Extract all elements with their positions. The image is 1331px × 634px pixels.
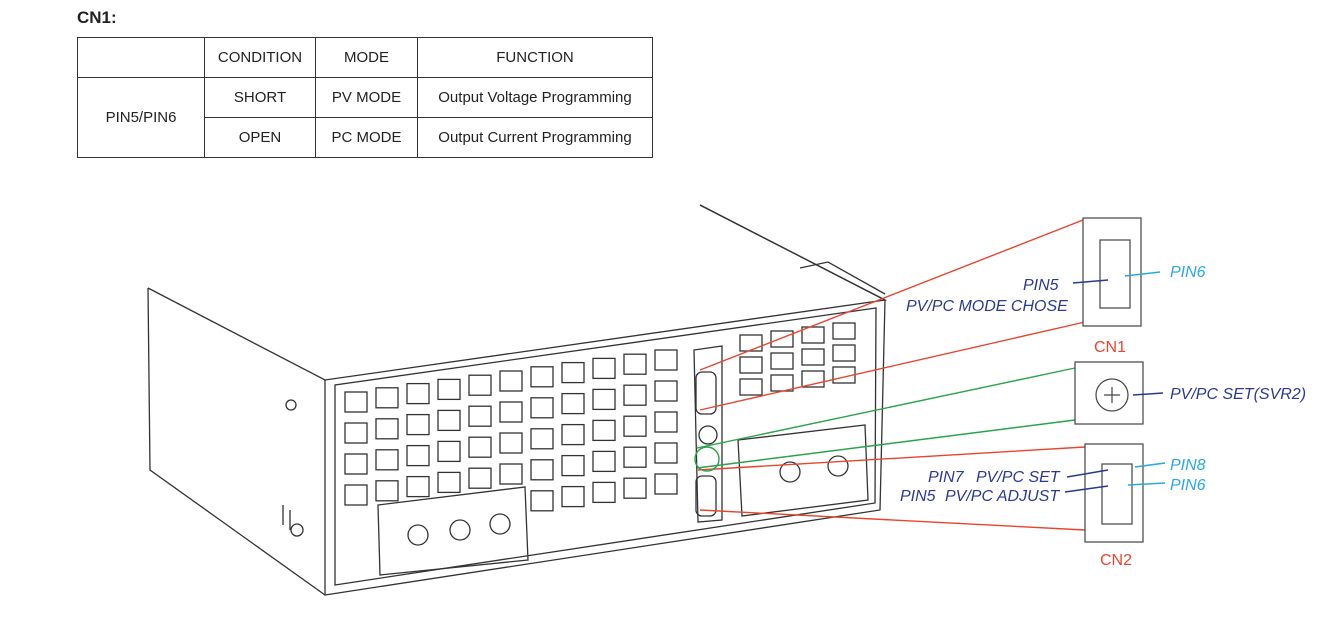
cn2-pin7-desc: PV/PC SET	[976, 469, 1061, 486]
terminal-block-right	[737, 424, 869, 517]
vent-slot	[530, 397, 554, 419]
cn2-pin5-desc: PV/PC ADJUST	[945, 488, 1060, 505]
header-cell: FUNCTION	[417, 37, 653, 78]
leader-lines	[1064, 271, 1166, 493]
vent-slot	[468, 436, 492, 458]
vent-slot	[437, 440, 461, 463]
vent-slot	[468, 374, 492, 396]
vent-slot	[739, 356, 763, 374]
vent-slot	[530, 366, 554, 388]
terminal-block-left	[377, 486, 529, 576]
vent-slot	[437, 471, 461, 494]
vent-slot	[654, 411, 678, 433]
cn2-connector	[1084, 443, 1144, 543]
vent-slot	[654, 380, 678, 402]
callout-lines	[694, 219, 1086, 531]
vent-slot	[592, 388, 616, 411]
vent-slot	[801, 370, 825, 388]
vent-slot	[654, 442, 678, 464]
vent-slot	[406, 382, 430, 405]
cn2-pin5-label: PIN5	[900, 488, 936, 505]
vent-slot	[770, 352, 794, 370]
cn1-table: CONDITION MODE FUNCTION PIN5/PIN6 SHORT …	[77, 37, 653, 158]
cn1-pin5-label: PIN5	[1023, 277, 1059, 294]
vent-slot	[561, 454, 585, 477]
vent-slot	[375, 418, 399, 440]
vent-slot	[770, 374, 794, 392]
vent-slot	[592, 481, 616, 504]
vent-slot	[468, 405, 492, 427]
header-cell	[77, 37, 205, 78]
vent-slot	[592, 419, 616, 442]
section-title: CN1:	[77, 8, 117, 27]
vent-slot	[561, 361, 585, 384]
table-header-row: CONDITION MODE FUNCTION	[77, 37, 653, 78]
vent-slot	[623, 384, 647, 406]
vent-slot	[739, 378, 763, 396]
cn2-pin6-label: PIN6	[1170, 477, 1206, 494]
condition-cell: OPEN	[204, 117, 316, 158]
vent-slot	[406, 413, 430, 436]
vent-slot	[801, 326, 825, 344]
vent-slot	[739, 334, 763, 352]
vent-slot	[561, 423, 585, 446]
vent-slot	[623, 446, 647, 468]
vent-slot	[499, 401, 523, 423]
cn2-pin8-label: PIN8	[1170, 457, 1206, 474]
vent-slot	[530, 428, 554, 450]
function-cell: Output Current Programming	[417, 117, 653, 158]
vent-slot	[561, 485, 585, 508]
vent-slot	[623, 353, 647, 375]
cn2-pin7-label: PIN7	[928, 469, 965, 486]
vent-slot	[623, 415, 647, 437]
vent-slot	[623, 477, 647, 499]
vent-slot	[468, 467, 492, 489]
svr2-label: PV/PC SET(SVR2)	[1170, 386, 1306, 403]
vent-slot	[832, 322, 856, 340]
vent-slot	[375, 387, 399, 409]
cn1-name: CN1	[1094, 339, 1126, 356]
vent-slot	[375, 480, 399, 502]
mode-cell: PC MODE	[315, 117, 418, 158]
mode-cell: PV MODE	[315, 77, 418, 118]
vent-slot	[592, 357, 616, 380]
vent-slot	[530, 459, 554, 481]
vent-slot	[499, 432, 523, 454]
cn1-connector	[1082, 217, 1142, 327]
function-cell: Output Voltage Programming	[417, 77, 653, 118]
vent-slot	[499, 463, 523, 485]
vent-slot	[801, 348, 825, 366]
vent-slot	[344, 391, 368, 413]
svr2-potentiometer	[1074, 361, 1144, 425]
header-cell: CONDITION	[204, 37, 316, 78]
power-supply-drawing	[147, 204, 888, 596]
vent-slot	[344, 484, 368, 506]
table-row: PIN5/PIN6 SHORT PV MODE Output Voltage P…	[77, 77, 653, 158]
vent-slot	[437, 378, 461, 401]
vent-slot	[437, 409, 461, 432]
vent-slot	[375, 449, 399, 471]
cn2-name: CN2	[1100, 552, 1132, 569]
vent-slot	[561, 392, 585, 415]
cn1-description: PV/PC MODE CHOSE	[906, 298, 1068, 315]
vent-slot	[654, 349, 678, 371]
vent-slot	[770, 330, 794, 348]
vent-slot	[499, 370, 523, 392]
vent-slot	[406, 475, 430, 498]
vent-slot	[832, 344, 856, 362]
vent-slot	[344, 453, 368, 475]
vent-slot	[344, 422, 368, 444]
vent-slot	[592, 450, 616, 473]
vent-slot	[654, 473, 678, 495]
cn1-pin6-label: PIN6	[1170, 264, 1206, 281]
table-row: OPEN PC MODE Output Current Programming	[78, 117, 653, 158]
vent-slot	[406, 444, 430, 467]
vent-slot	[530, 490, 554, 512]
